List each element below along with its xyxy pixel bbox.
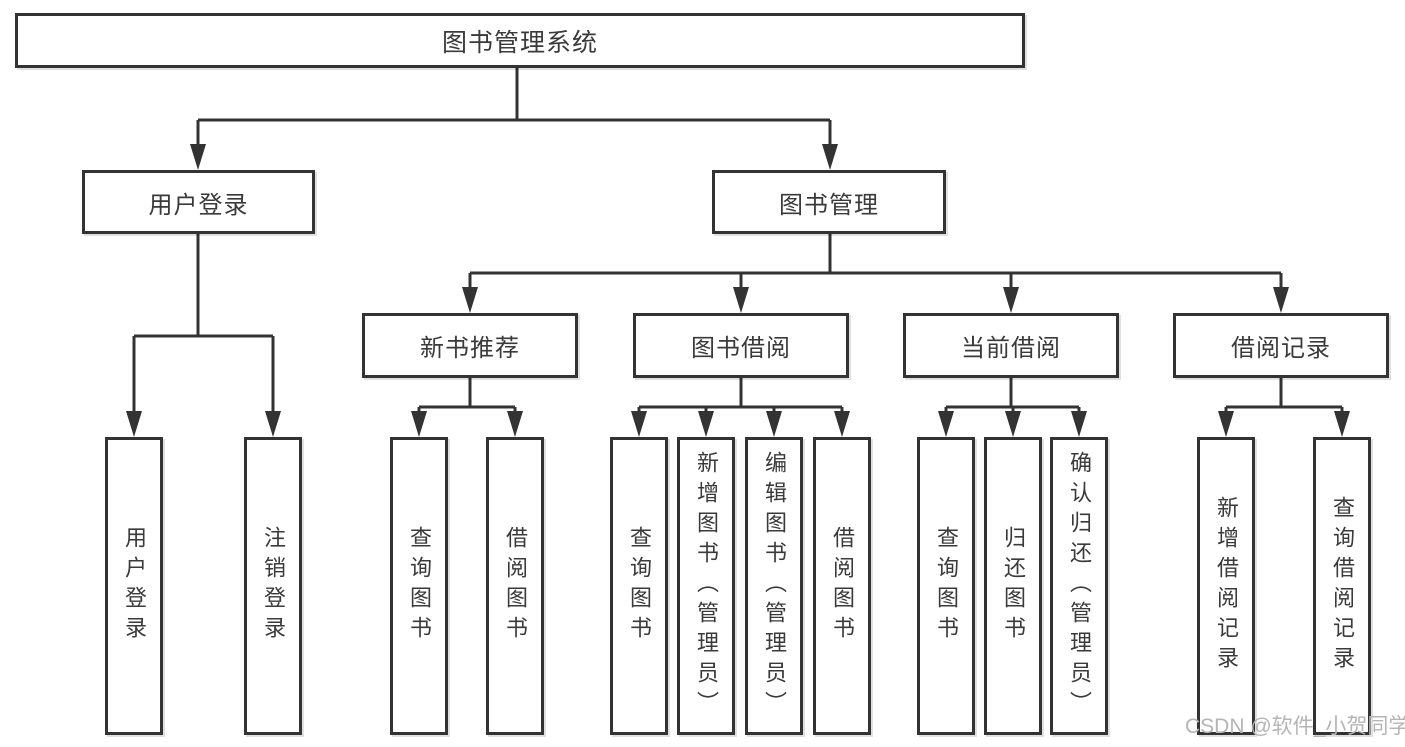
arrowhead [822, 144, 838, 170]
arrowhead [1273, 287, 1289, 313]
node-label: 图书管理 [779, 191, 879, 219]
leaf-add-borrow-record: 新增借阅记录 [1197, 437, 1255, 735]
arrowhead [1005, 411, 1021, 437]
leaf-add-book-admin: 新增图书（管理员） [677, 437, 735, 735]
leaf-query-borrow-record: 查询借阅记录 [1313, 437, 1371, 735]
node-label: 注销登录 [261, 526, 286, 646]
arrowhead [126, 411, 142, 437]
connector-bookborrow-to-leaves [637, 378, 844, 415]
arrowhead [1218, 411, 1234, 437]
arrowhead [1003, 287, 1019, 313]
arrowhead [766, 411, 782, 437]
connector-currentborrow-to-leaves [944, 378, 1081, 415]
connector-bookmgmt-to-level3 [468, 234, 1283, 291]
node-label: 用户登录 [148, 191, 249, 219]
node-label: 查询图书 [407, 526, 432, 646]
arrowhead [733, 287, 749, 313]
node-label: 借阅图书 [830, 526, 855, 646]
arrowhead [1334, 411, 1350, 437]
arrowhead [462, 287, 478, 313]
connector-root-to-level2 [196, 68, 832, 148]
node-borrow-records: 借阅记录 [1173, 313, 1389, 378]
arrowhead [698, 411, 714, 437]
arrowhead [190, 144, 206, 170]
node-label: 借阅记录 [1231, 335, 1331, 362]
leaf-borrow-books-recommend: 借阅图书 [486, 437, 544, 735]
leaf-return-books: 归还图书 [984, 437, 1042, 735]
leaf-query-books-borrow: 查询图书 [610, 437, 668, 735]
node-label: 新书推荐 [420, 335, 520, 362]
node-label: 编辑图书（管理员） [762, 451, 787, 721]
arrowhead [507, 411, 523, 437]
arrowhead [631, 411, 647, 437]
node-user-login-branch: 用户登录 [82, 170, 315, 234]
connector-userlogin-to-leaves [132, 234, 275, 415]
leaf-logout: 注销登录 [244, 437, 302, 735]
node-label: 查询图书 [934, 526, 959, 646]
node-book-borrow: 图书借阅 [633, 313, 849, 378]
node-label: 当前借阅 [961, 335, 1061, 362]
node-label: 归还图书 [1001, 526, 1026, 646]
connector-borrowrecords-to-leaves [1224, 378, 1344, 415]
arrowhead [265, 411, 281, 437]
leaf-query-books-current: 查询图书 [917, 437, 975, 735]
node-library-management-system: 图书管理系统 [15, 13, 1025, 68]
node-label: 图书管理系统 [441, 28, 598, 57]
node-label: 图书借阅 [691, 335, 791, 362]
node-label: 借阅图书 [503, 526, 528, 646]
node-label: 确认归还（管理员） [1067, 451, 1092, 721]
node-new-book-recommend: 新书推荐 [362, 313, 578, 378]
node-label: 新增图书（管理员） [694, 451, 719, 721]
arrowhead [834, 411, 850, 437]
leaf-borrow-books: 借阅图书 [813, 437, 871, 735]
leaf-query-books-recommend: 查询图书 [390, 437, 448, 735]
arrowhead [938, 411, 954, 437]
csdn-watermark: CSDN @软件_小贺同学 [1185, 715, 1405, 738]
leaf-edit-book-admin: 编辑图书（管理员） [745, 437, 803, 735]
node-label: 新增借阅记录 [1214, 496, 1239, 676]
arrowhead [411, 411, 427, 437]
node-label: 用户登录 [122, 526, 147, 646]
node-current-borrow: 当前借阅 [903, 313, 1119, 378]
node-label: 查询借阅记录 [1330, 496, 1355, 676]
leaf-confirm-return-admin: 确认归还（管理员） [1050, 437, 1108, 735]
leaf-user-login: 用户登录 [105, 437, 163, 735]
node-label: 查询图书 [627, 526, 652, 646]
arrowhead [1071, 411, 1087, 437]
node-book-management: 图书管理 [712, 170, 946, 234]
connector-newbook-to-leaves [417, 378, 517, 415]
